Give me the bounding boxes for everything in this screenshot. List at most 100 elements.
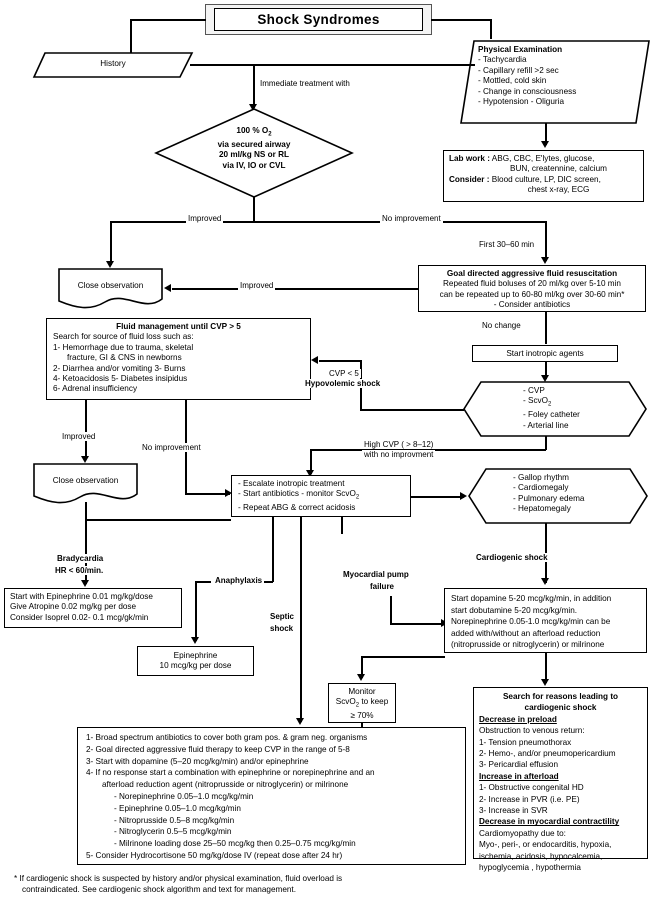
consider-label: Consider : <box>449 174 490 184</box>
high-cvp-drop <box>545 436 547 450</box>
myocardial-label-2: failure <box>368 582 397 591</box>
brady-box-line3: Consider Isoprel 0.02- 0.1 mcg/gk/min <box>10 612 149 622</box>
footnote-line2: contraindicated. See cardiogenic shock a… <box>22 885 296 894</box>
septic-shock-label-2: shock <box>268 624 296 633</box>
diamond-line1: 100 % O2 <box>236 126 272 138</box>
fluid-mgmt-heading: Fluid management until CVP > 5 <box>116 322 241 331</box>
fluid-improved-arrow <box>81 456 89 463</box>
list-item: - Capillary refill >2 sec <box>478 65 559 75</box>
title-right-drop <box>490 19 492 39</box>
dopamine-line1: Start dopamine 5-20 mcg/kg/min, in addit… <box>451 594 612 603</box>
title-right-rule <box>431 19 491 21</box>
epi-line1: Epinephrine <box>173 651 218 660</box>
escalate-line2: - Start antibiotics - monitor ScvO2 <box>238 489 360 502</box>
septic-treatment-box: 1- Broad spectrum antibiotics to cover b… <box>77 727 466 865</box>
high-cvp-left-drop <box>310 449 312 474</box>
list-item: - Hypotension - Oliguria <box>478 97 565 107</box>
high-cvp-label-1: High CVP ( > 8–12) <box>362 440 436 449</box>
improved-branch-line <box>110 221 112 265</box>
diamond-line3: 20 ml/kg NS or RL <box>218 150 290 160</box>
cardiogenic-shock-label: Cardiogenic shock <box>474 553 550 562</box>
history-shape <box>32 52 194 78</box>
monitor-line3: ≥ 70% <box>350 711 374 721</box>
cardiac-line2: - Cardiomegaly <box>513 483 569 493</box>
labwork-value: ABG, CBC, E'lytes, glucose, <box>489 154 595 163</box>
fluid-noimprove-rule <box>185 493 230 495</box>
cvp-low-label-1: CVP < 5 <box>327 369 361 378</box>
cvp-low-arrow <box>311 356 318 364</box>
anaphylaxis-rule-2 <box>195 581 211 583</box>
diamond-line2: via secured airway <box>217 140 291 150</box>
physical-exam-list: - Tachycardia - Capillary refill >2 sec … <box>478 55 652 107</box>
physical-exam-shape <box>460 40 650 124</box>
cvp-low-rule-1 <box>360 409 464 411</box>
bradycardia-label-2: HR < 60/min. <box>53 566 106 575</box>
fluid-management-box: Fluid management until CVP > 5 Search fo… <box>46 318 311 400</box>
improved-label-1: Improved <box>186 214 224 223</box>
septic-line6: - Norepinephrine 0.05–1.0 mcg/kg/min <box>114 791 254 801</box>
escalate-line3: - Repeat ABG & correct acidosis <box>238 503 356 513</box>
improved-label-2: Improved <box>238 281 276 290</box>
anaphylaxis-drop <box>195 581 197 641</box>
septic-line10: - Milrinone loading dose 25–50 mcg/kg th… <box>114 839 356 849</box>
no-improvement-label-1: No improvement <box>380 214 443 223</box>
labwork-label: Lab work : <box>449 154 490 163</box>
exam-to-lab-line <box>545 123 547 145</box>
septic-line7: - Epinephrine 0.05–1.0 mcg/kg/min <box>114 803 241 813</box>
fluid-mgmt-line1: Search for source of fluid loss such as: <box>53 332 194 342</box>
epinephrine-box: Epinephrine 10 mcg/kg per dose <box>137 646 254 676</box>
diamond-drop-line <box>253 197 255 222</box>
reasons-arrow <box>541 679 549 686</box>
reasons-contract-line4: hypoglycemia , hypothermia <box>479 863 581 873</box>
inotropic-drop-arrow <box>541 375 549 382</box>
cardiac-line1: - Gallop rhythm <box>513 473 569 482</box>
septic-line3: 3- Start with dopamine (5–20 mcg/kg/min)… <box>86 756 309 766</box>
reasons-contract-line3: ischemia, acidosis, hypocalcemia, <box>479 851 603 861</box>
physical-exam-content: Physical Examination - Tachycardia - Cap… <box>478 45 652 107</box>
fluid-mgmt-line2: 1- Hemorrhage due to trauma, skeletal <box>53 342 194 352</box>
septic-line4: 4- If no response start a combination wi… <box>86 768 375 778</box>
labwork-line4: chest x-ray, ECG <box>527 185 590 195</box>
to-diamond-arrow <box>249 104 257 111</box>
labwork-line3: Consider : Blood culture, LP, DIC screen… <box>449 175 638 185</box>
history-label: History <box>100 59 126 68</box>
cardiac-line3: - Pulmonary edema <box>513 493 585 503</box>
labwork-box: Lab work : ABG, CBC, E'lytes, glucose, B… <box>443 150 644 202</box>
bradycardia-label-1: Bradycardia <box>55 554 106 563</box>
close-observation-2-label: Close observation <box>52 476 119 485</box>
monitor-arrow <box>357 674 365 681</box>
dopamine-monitor-drop <box>361 656 363 678</box>
fluid-mgmt-line6: 6- Adrenal insufficiency <box>53 384 138 394</box>
diagram-title-banner: Shock Syndromes <box>205 4 432 35</box>
dopamine-to-monitor-rule <box>361 656 445 658</box>
improved-2-arrow <box>164 284 171 292</box>
monitoring-hexagon-content: - CVP - ScvO2 - Foley catheter - Arteria… <box>523 386 652 431</box>
reasons-contract-line1: Cardiomyopathy due to: <box>479 828 566 838</box>
fluid-mgmt-line5: 4- Ketoacidosis 5- Diabetes insipidus <box>53 374 188 384</box>
escalate-to-cardiac-rule <box>411 496 464 498</box>
septic-line5: afterload reduction agent (nitroprusside… <box>102 780 349 790</box>
anaphylaxis-label: Anaphylaxis <box>213 576 265 585</box>
no-change-line <box>545 311 547 344</box>
dopamine-line3: Norepinephrine 0.05-1.0 mcg/kg/min can b… <box>451 617 611 626</box>
cardiac-line4: - Hepatomegaly <box>513 504 571 514</box>
fluid-mgmt-line4: 2- Diarrhea and/or vomiting 3- Burns <box>53 363 186 373</box>
brady-rule <box>85 519 231 521</box>
dopamine-box: Start dopamine 5-20 mcg/kg/min, in addit… <box>444 588 647 653</box>
labwork-line1: Lab work : ABG, CBC, E'lytes, glucose, <box>449 154 638 164</box>
goal-directed-heading: Goal directed aggressive fluid resuscita… <box>446 269 618 278</box>
hex-line1: - CVP <box>523 386 545 395</box>
septic-line1: 1- Broad spectrum antibiotics to cover b… <box>86 733 368 742</box>
reasons-afterload-line3: 3- Increase in SVR <box>479 806 548 816</box>
reasons-preload-line3: 2- Hemo-, and/or pneumopericardium <box>479 749 616 759</box>
reasons-preload-line4: 3- Pericardial effusion <box>479 760 559 770</box>
septic-line2: 2- Goal directed aggressive fluid therap… <box>86 744 350 754</box>
reasons-afterload-line1: 1- Obstructive congenital HD <box>479 783 584 793</box>
hex-line4: - Arterial line <box>523 420 569 430</box>
monitor-to-septic-line <box>361 723 363 728</box>
no-improvement-branch-line <box>545 221 547 261</box>
footnote-line1: * If cardiogenic shock is suspected by h… <box>14 874 343 883</box>
title-left-drop <box>130 19 132 59</box>
reasons-subheading-afterload: Increase in afterload <box>479 771 559 781</box>
dopamine-line4: added with/without an afterload reductio… <box>451 628 601 638</box>
